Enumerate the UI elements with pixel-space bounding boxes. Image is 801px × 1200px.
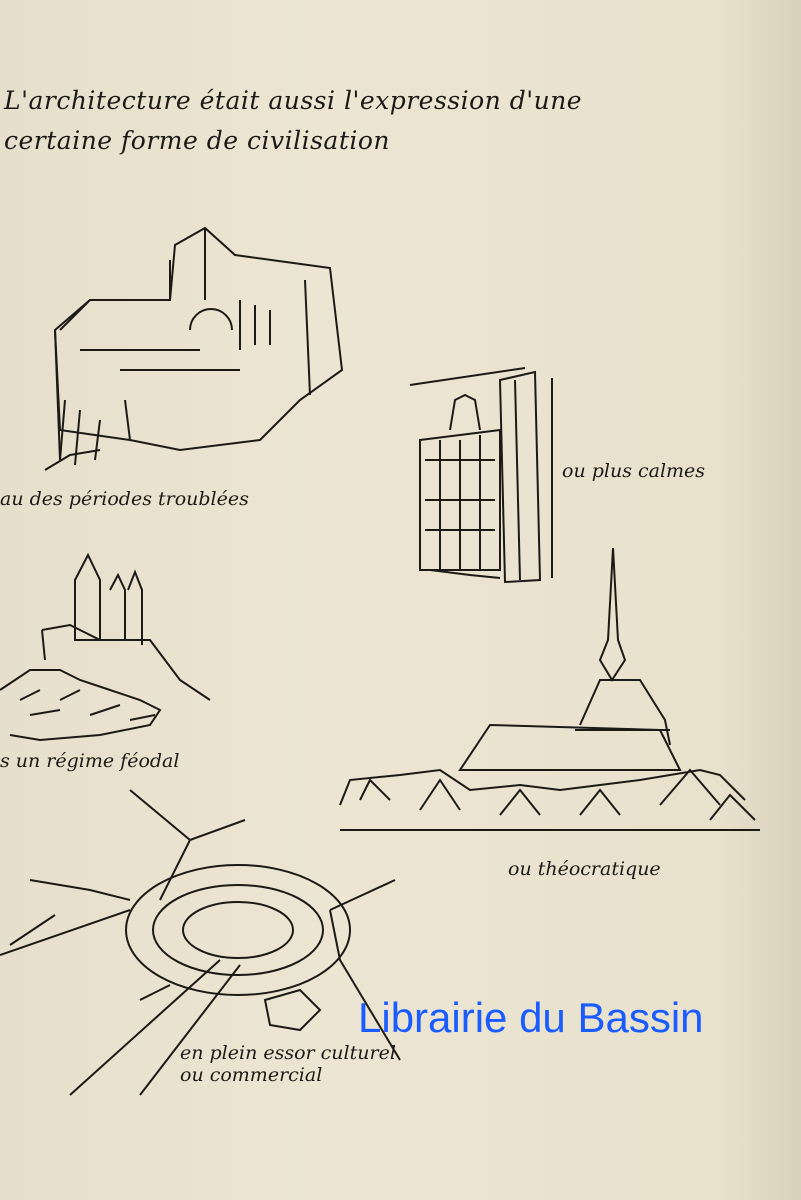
caption-theocratic: ou théocratique bbox=[508, 858, 661, 880]
heading-line-2: certaine forme de civilisation bbox=[4, 126, 391, 155]
caption-cultural-line-2: ou commercial bbox=[180, 1064, 323, 1086]
feudal-castle-sketch bbox=[0, 552, 211, 742]
cathedral-village-sketch bbox=[339, 547, 760, 831]
caption-cultural-line-1: en plein essor culturel bbox=[180, 1042, 396, 1064]
watermark: Librairie du Bassin bbox=[358, 994, 704, 1041]
fortified-monastery-sketch bbox=[44, 226, 344, 471]
heading-line-1: L'architecture était aussi l'expression … bbox=[4, 86, 583, 115]
caption-feudal: s un régime féodal bbox=[0, 750, 180, 772]
radial-town-plan-sketch bbox=[0, 789, 401, 1096]
caption-troubled: au des périodes troublées bbox=[0, 488, 249, 510]
caption-calm: ou plus calmes bbox=[562, 460, 706, 482]
gothic-townhouse-sketch bbox=[409, 367, 553, 584]
